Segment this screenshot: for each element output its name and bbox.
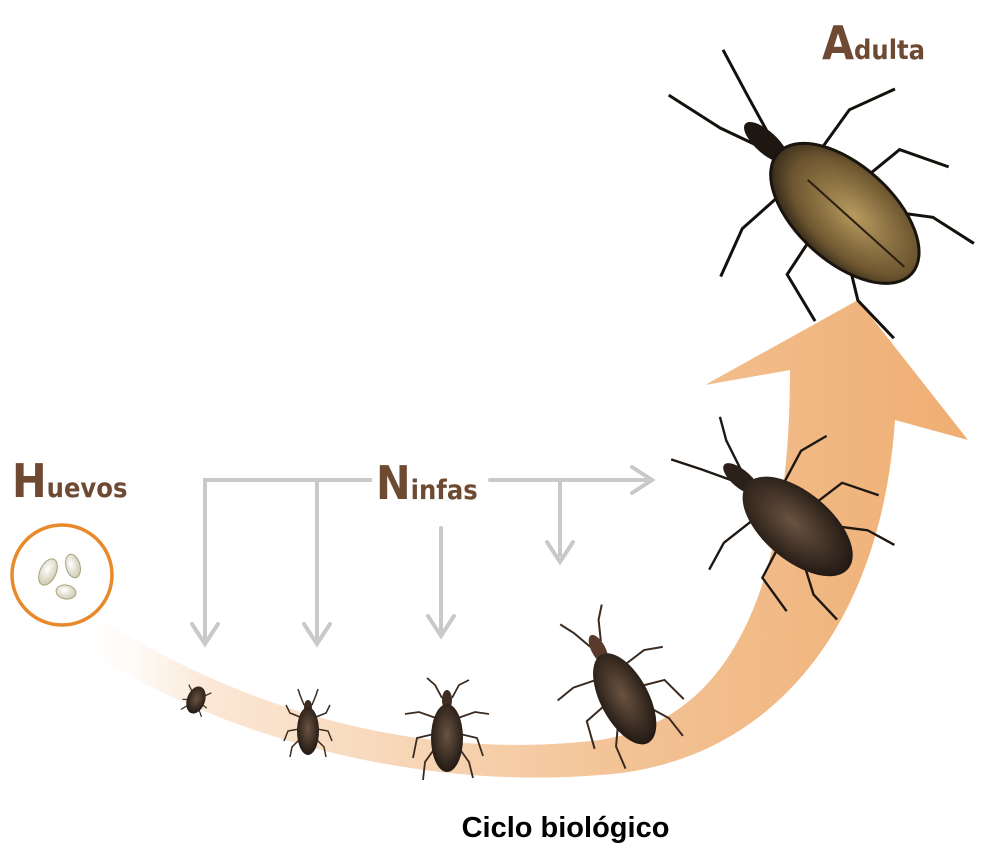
adult-label: Adulta (822, 20, 925, 66)
eggs-label-initial: H (12, 454, 47, 508)
eggs-label: Huevos (12, 458, 127, 504)
nymphs-label: Ninfas (372, 460, 482, 506)
nymphs-label-initial: N (376, 456, 411, 510)
adult-label-initial: A (822, 16, 854, 70)
eggs-label-rest: uevos (47, 473, 128, 504)
nymphs-label-rest: infas (411, 475, 478, 506)
caption: Ciclo biológico (0, 812, 986, 845)
adult-label-rest: dulta (854, 35, 925, 66)
eggs-illustration (12, 525, 112, 625)
adult-illustration (602, 0, 986, 390)
